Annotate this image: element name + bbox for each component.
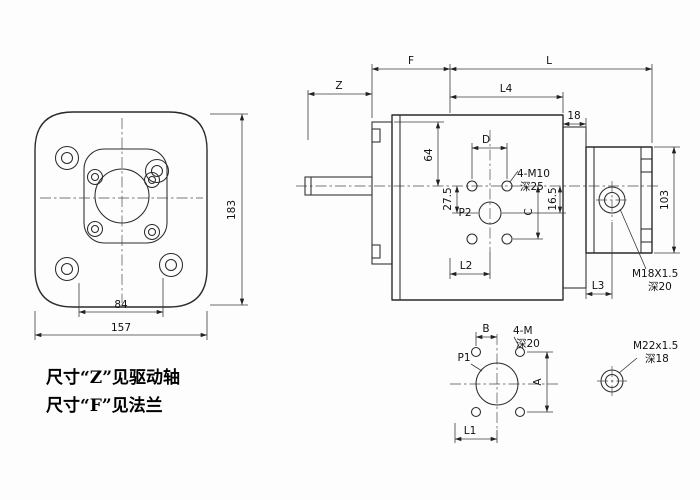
inner-small-holes	[86, 168, 161, 241]
dim-z-group: Z	[307, 64, 373, 140]
dim-157-group: 157	[34, 311, 208, 340]
front-view: 183 84 157	[34, 111, 248, 340]
thread-4m-label-group: 4-M 深20	[513, 325, 540, 350]
dim-16-5: 16.5	[547, 187, 559, 210]
dim-c-group: C	[513, 185, 543, 240]
corner-bolt-holes	[54, 145, 184, 282]
dim-b-group: B	[475, 323, 498, 346]
mounting-flange	[371, 121, 393, 265]
side-thread-m22-group: M22x1.5 深18	[597, 340, 678, 396]
end-cap	[585, 146, 653, 254]
dim-l-group: L	[449, 55, 653, 143]
dim-l1-group: L1	[454, 423, 498, 443]
dim-l4-group: L4	[449, 83, 564, 113]
dim-103-group: 103	[654, 146, 680, 254]
bottom-view: B 4-M 深20 P1 A L1	[450, 323, 678, 443]
side-thread-label: M22x1.5	[633, 340, 678, 352]
dim-d: D	[482, 134, 490, 146]
dim-f: F	[408, 55, 414, 67]
cap-thread-label: M18X1.5	[632, 268, 678, 280]
dim-l3-group: L3	[585, 222, 613, 299]
dim-84: 84	[114, 299, 128, 311]
dim-b: B	[482, 323, 489, 335]
thread-4m-label: 4-M	[513, 325, 533, 337]
note-f: 尺寸“F”见法兰	[46, 395, 163, 416]
port-p1-label-group: P1	[457, 352, 483, 372]
dim-84-group: 84	[78, 278, 164, 317]
thread-4m-depth: 深20	[516, 338, 540, 350]
dim-183-group: 183	[210, 113, 248, 306]
side-view: Z F L L4 18 D	[296, 55, 680, 301]
dim-l4: L4	[500, 83, 513, 95]
dim-d-group: D	[471, 134, 508, 179]
note-z: 尺寸“Z”见驱动轴	[46, 367, 180, 388]
dim-l2-group: L2	[449, 252, 491, 279]
dim-f-group: F	[371, 55, 451, 113]
dim-l3: L3	[592, 280, 605, 292]
dim-z: Z	[335, 80, 342, 92]
port-bolt-holes	[470, 346, 526, 418]
dim-157: 157	[111, 322, 131, 334]
port-p2-label: P2	[458, 207, 471, 219]
side-thread-depth: 深18	[645, 353, 669, 365]
port-p1-label: P1	[457, 352, 470, 364]
dim-18: 18	[567, 110, 580, 122]
thread-4m10-label-group: 4-M10 深25	[509, 168, 550, 193]
front-centerlines	[40, 118, 203, 303]
dim-103: 103	[659, 190, 671, 210]
dim-l1: L1	[464, 425, 477, 437]
cap-thread-depth: 深20	[648, 281, 672, 293]
dim-27-5-group: 27.5	[442, 185, 478, 214]
dim-16-5-group: 16.5	[502, 185, 566, 214]
thread-4m10-depth: 深25	[520, 181, 544, 193]
dim-64: 64	[423, 148, 435, 162]
flange-outline	[34, 111, 208, 308]
cap-thread-label-group: M18X1.5 深20	[619, 208, 678, 293]
dim-64-group: 64	[394, 121, 444, 187]
dim-l: L	[546, 55, 552, 67]
dim-18-group: 18	[562, 110, 587, 130]
dim-a: A	[532, 378, 544, 386]
dim-c: C	[523, 208, 535, 215]
dim-a-group: A	[527, 351, 553, 413]
body-port-pattern	[466, 130, 513, 252]
thread-4m10-label: 4-M10	[517, 168, 550, 180]
dim-l2: L2	[460, 260, 473, 272]
dim-183: 183	[226, 200, 238, 220]
dim-27-5: 27.5	[442, 187, 454, 210]
notes: 尺寸“Z”见驱动轴 尺寸“F”见法兰	[46, 367, 180, 416]
suction-port-circle	[475, 362, 519, 406]
